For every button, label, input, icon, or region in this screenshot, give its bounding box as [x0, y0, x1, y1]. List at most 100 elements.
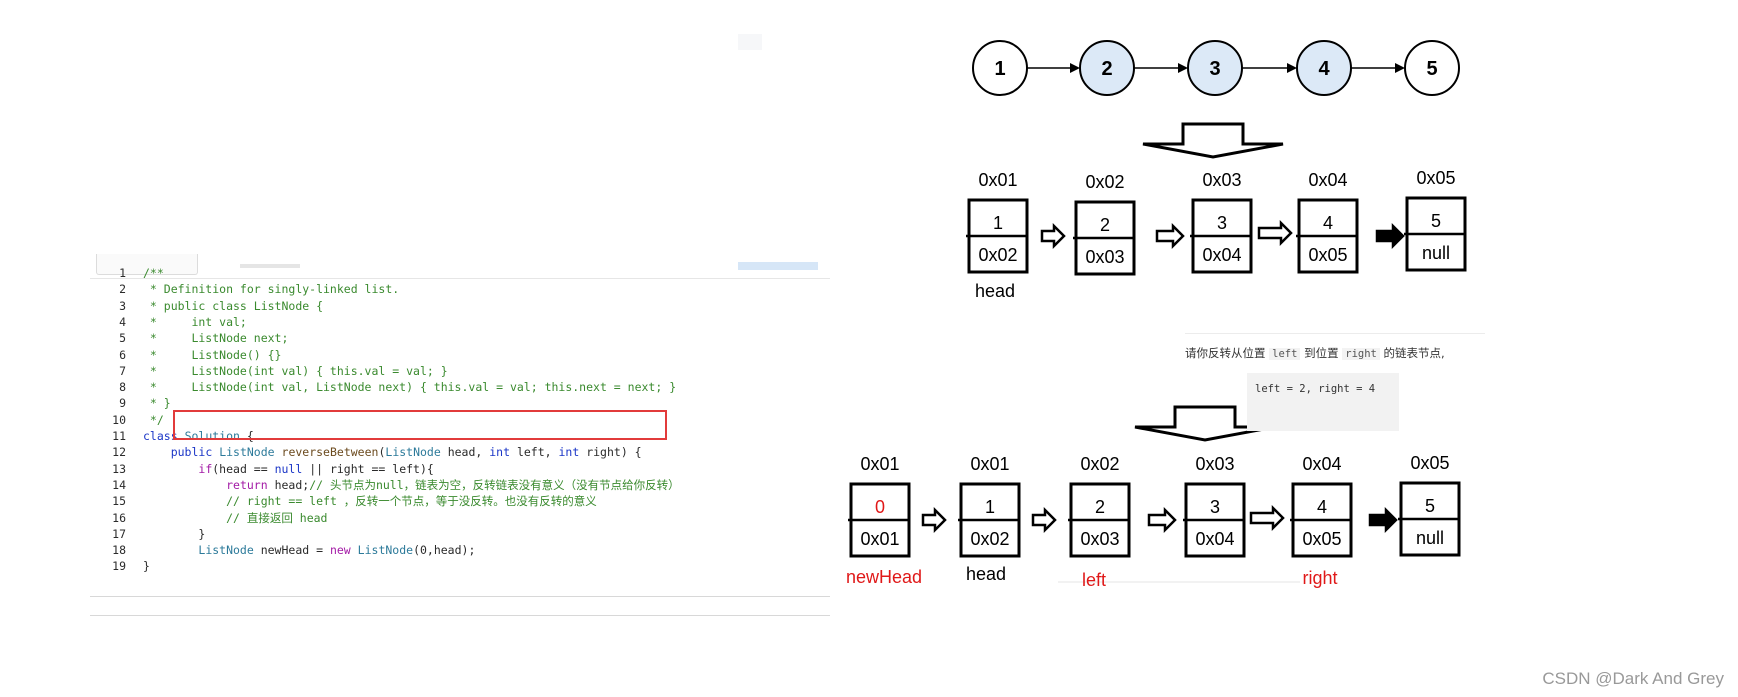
down-arrow	[1134, 405, 1276, 442]
code-line: 8 * ListNode(int val, ListNode next) { t…	[90, 378, 830, 396]
code-text: // 直接返回 head	[226, 510, 328, 525]
code-line: 3 * public class ListNode {	[90, 297, 830, 315]
editor-toolbar	[90, 254, 830, 279]
arrowhead	[1395, 63, 1405, 73]
code-line: 9 * }	[90, 394, 830, 412]
code-line: 7 * ListNode(int val) { this.val = val; …	[90, 362, 830, 380]
node-next: null	[1422, 243, 1450, 263]
down-arrow	[1142, 122, 1284, 159]
link-arrow	[1368, 506, 1398, 534]
code-line: 18 ListNode newHead = new ListNode(0,hea…	[90, 541, 830, 559]
node-value: 3	[1210, 497, 1220, 517]
left-label: left	[1082, 570, 1106, 590]
circle-node	[1187, 40, 1243, 96]
node-value: 4	[1323, 213, 1333, 233]
circle-node	[972, 40, 1028, 96]
code-line: 5 * ListNode next;	[90, 329, 830, 347]
node-address: 0x04	[1302, 454, 1341, 474]
node-next: 0x03	[1085, 247, 1124, 267]
node-address: 0x05	[1416, 168, 1455, 188]
link-arrow	[1040, 222, 1066, 250]
prompt-pre: 请你反转从位置	[1185, 346, 1266, 360]
right-label: right	[1302, 568, 1337, 588]
node-next: 0x04	[1202, 245, 1241, 265]
circle-node-label: 4	[1318, 58, 1330, 80]
node-next: null	[1416, 528, 1444, 548]
prompt-post: 的链表节点,	[1383, 346, 1445, 360]
link-arrow	[1249, 504, 1285, 532]
node-value: 3	[1217, 213, 1227, 233]
code-line: 10 */	[90, 411, 830, 429]
circle-node-label: 1	[994, 58, 1005, 80]
code-line: 13 if(head == null || right == left){	[90, 460, 830, 478]
code-text: * ListNode(int val, ListNode next) { thi…	[143, 380, 677, 395]
top-speck	[738, 34, 762, 50]
line-number: 12	[112, 445, 126, 460]
link-arrow	[1147, 506, 1177, 534]
node-next: 0x05	[1302, 529, 1341, 549]
node-next: 0x03	[1080, 529, 1119, 549]
arrowhead	[1070, 63, 1080, 73]
code-line: 1 /**	[90, 264, 830, 282]
circle-node-label: 3	[1209, 58, 1220, 80]
prompt-left-code: left	[1269, 348, 1301, 360]
node-value: 2	[1100, 215, 1110, 235]
line-number: 9	[119, 396, 126, 411]
link-arrow	[1257, 219, 1293, 247]
line-number: 11	[112, 429, 126, 443]
code-line: 4 * int val;	[90, 313, 830, 331]
node-address: 0x01	[860, 454, 899, 474]
node-address: 0x01	[970, 454, 1009, 474]
node-next: 0x01	[860, 529, 899, 549]
code-line: 14 return head;// 头节点为null，链表为空，反转链表没有意义…	[90, 476, 830, 494]
code-editor: 1/**2 * Definition for singly-linked lis…	[90, 254, 830, 633]
code-line: 19}	[90, 557, 830, 575]
editor-tab[interactable]	[96, 254, 198, 275]
code-line: 2 * Definition for singly-linked list.	[90, 280, 830, 298]
code-text: }	[143, 559, 150, 574]
code-text: if(head == null || right == left){	[198, 461, 434, 476]
link-arrow	[1375, 222, 1405, 250]
circle-node-label: 2	[1101, 58, 1112, 80]
line-number: 16	[112, 510, 126, 525]
code-text: * int val;	[143, 314, 247, 329]
line-number: 2	[119, 282, 126, 297]
arrowhead	[1287, 63, 1297, 73]
toolbar-action[interactable]	[738, 262, 818, 270]
code-text: }	[143, 526, 206, 541]
current-line-highlight	[90, 596, 830, 616]
code-text: * ListNode next;	[143, 331, 289, 346]
link-arrow	[921, 506, 947, 534]
circle-node	[1079, 40, 1135, 96]
node-next: 0x05	[1308, 245, 1347, 265]
node-address: 0x05	[1410, 453, 1449, 473]
problem-statement: 请你反转从位置 left 到位置 right 的链表节点,	[1185, 345, 1445, 361]
circle-node	[1296, 40, 1352, 96]
arrowhead	[1178, 63, 1188, 73]
line-number: 10	[112, 412, 126, 427]
node-next: 0x02	[978, 245, 1017, 265]
watermark: CSDN @Dark And Grey	[1542, 669, 1724, 688]
code-line: 17 }	[90, 525, 830, 543]
node-value: 4	[1317, 497, 1327, 517]
newhead-label: newHead	[846, 567, 922, 587]
circle-node-label: 5	[1426, 58, 1437, 80]
circle-node	[1404, 40, 1460, 96]
prompt-rule	[1185, 333, 1485, 334]
line-number: 14	[112, 477, 126, 492]
node-address: 0x02	[1085, 172, 1124, 192]
node-value: 5	[1425, 496, 1435, 516]
line-number: 5	[119, 331, 126, 346]
link-arrow	[1155, 222, 1185, 250]
code-text: * Definition for singly-linked list.	[143, 282, 400, 297]
node-value: 1	[993, 213, 1003, 233]
node-next: 0x04	[1195, 529, 1234, 549]
example-text: left = 2, right = 4	[1255, 383, 1376, 395]
code-line: 16 // 直接返回 head	[90, 509, 830, 527]
example-box: left = 2, right = 4	[1247, 373, 1399, 431]
code-text: /**	[143, 266, 164, 280]
node-value: 1	[985, 497, 995, 517]
code-text: ListNode newHead = new ListNode(0,head);	[198, 543, 476, 558]
line-number: 1	[119, 266, 126, 280]
